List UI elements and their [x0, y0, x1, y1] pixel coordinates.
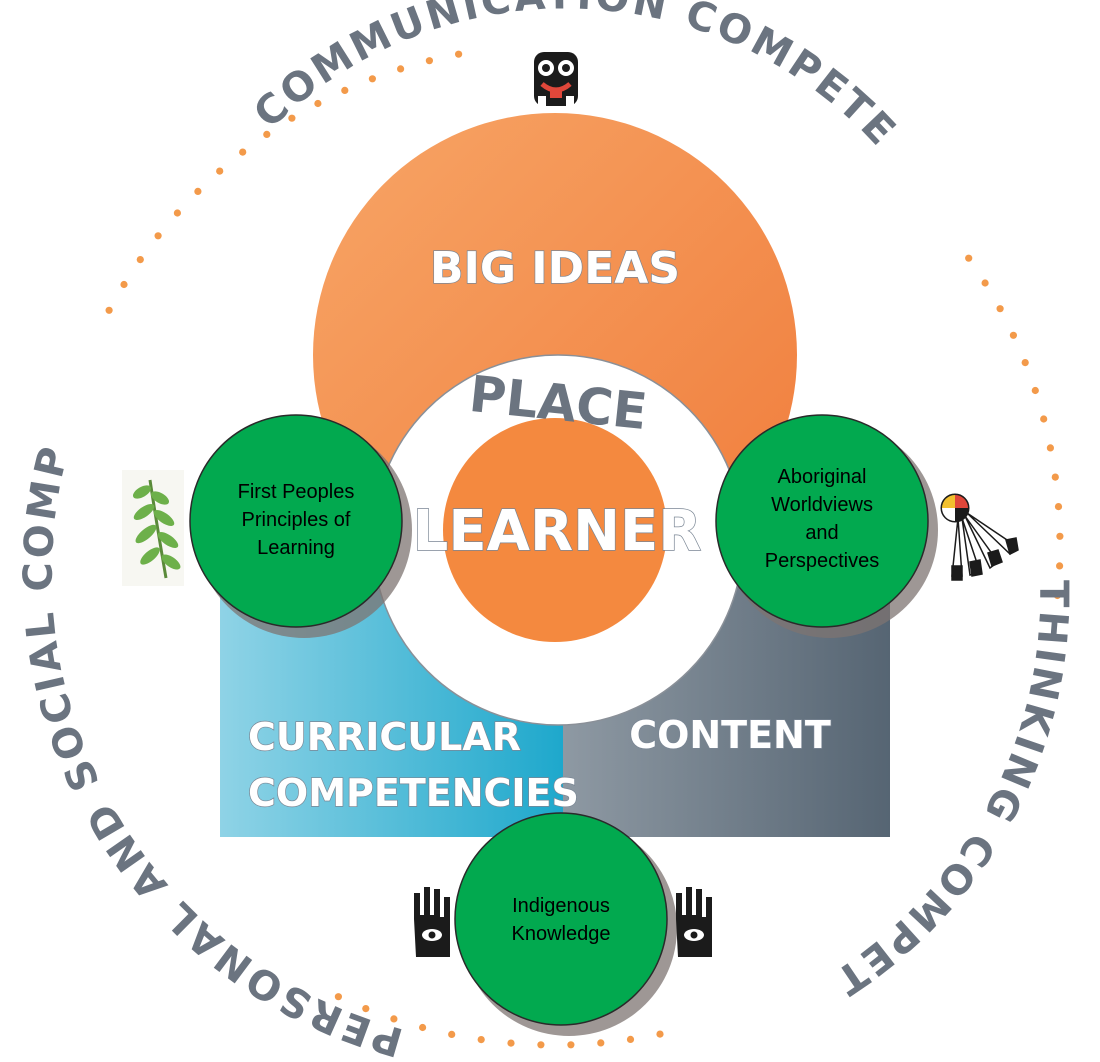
ring-dot — [1031, 386, 1039, 395]
ring-dot — [1056, 532, 1064, 540]
ring-dot — [154, 232, 162, 240]
dotted-ring — [105, 50, 1064, 1049]
medicine-wheel-feathers-icon — [940, 493, 1019, 581]
ring-dot — [1040, 415, 1048, 423]
ring-dot — [1054, 503, 1063, 511]
curricular-label-line2: COMPETENCIES — [248, 771, 579, 815]
big-ideas-label: BIG IDEAS — [430, 243, 680, 294]
ring-dot — [477, 1036, 485, 1044]
ring-dot — [362, 1005, 370, 1013]
first-peoples-line2: Principles of — [242, 509, 351, 531]
hand-eye-icon-left — [414, 887, 450, 957]
ring-dot — [1046, 444, 1054, 452]
ring-dot — [288, 114, 296, 122]
ring-dot — [390, 1015, 398, 1023]
ring-dot — [1056, 562, 1064, 570]
communication-competency-label: COMMUNICATION COMPETENCY — [0, 0, 906, 156]
ring-dot — [105, 306, 113, 314]
first-peoples-circle: First Peoples Principles of Learning — [189, 414, 412, 638]
content-label: CONTENT — [629, 713, 831, 757]
curricular-label-line1: CURRICULAR — [248, 715, 521, 759]
first-peoples-line3: Learning — [257, 537, 335, 559]
ring-dot — [1009, 331, 1018, 339]
ring-dot — [216, 167, 224, 175]
first-peoples-line1: First Peoples — [238, 481, 355, 503]
ring-dot — [341, 86, 349, 94]
ring-dot — [239, 148, 247, 156]
ring-dot — [507, 1039, 515, 1047]
frog-formline-icon — [534, 52, 578, 106]
ring-dot — [425, 57, 433, 65]
aboriginal-line2: Worldviews — [771, 494, 873, 516]
ring-dot — [136, 256, 144, 264]
ring-dot — [448, 1030, 456, 1038]
ring-dot — [965, 254, 973, 262]
cedar-branch-icon — [122, 470, 184, 586]
ring-dot — [597, 1039, 605, 1047]
indigenous-line2: Knowledge — [512, 923, 611, 945]
ring-dot — [1053, 591, 1061, 600]
ring-dot — [455, 50, 463, 58]
ring-dot — [626, 1035, 635, 1043]
ring-dot — [263, 130, 271, 138]
ring-dot — [981, 279, 989, 287]
ring-dot — [996, 305, 1004, 313]
ring-dot — [1051, 473, 1059, 481]
ring-dot — [397, 65, 405, 73]
learner-label: LEARNER — [413, 499, 702, 564]
ring-dot — [120, 280, 128, 289]
hand-eye-icon-right — [676, 887, 712, 957]
ring-dot — [368, 75, 376, 83]
aboriginal-line1: Aboriginal — [778, 466, 867, 488]
ring-dot — [1021, 359, 1029, 367]
ring-dot — [194, 187, 202, 195]
aboriginal-line4: Perspectives — [765, 550, 880, 572]
ring-dot — [656, 1030, 664, 1038]
aboriginal-line3: and — [805, 522, 838, 544]
ring-dot — [314, 99, 322, 108]
ring-dot — [567, 1041, 575, 1049]
ring-dot — [419, 1023, 427, 1032]
indigenous-line1: Indigenous — [512, 895, 610, 917]
ring-dot — [537, 1041, 545, 1049]
indigenous-knowledge-circle: Indigenous Knowledge — [454, 812, 677, 1036]
ring-dot — [173, 209, 181, 217]
ring-dot — [334, 993, 342, 1001]
aboriginal-circle: Aboriginal Worldviews and Perspectives — [715, 414, 938, 638]
learner-circle — [443, 418, 667, 642]
